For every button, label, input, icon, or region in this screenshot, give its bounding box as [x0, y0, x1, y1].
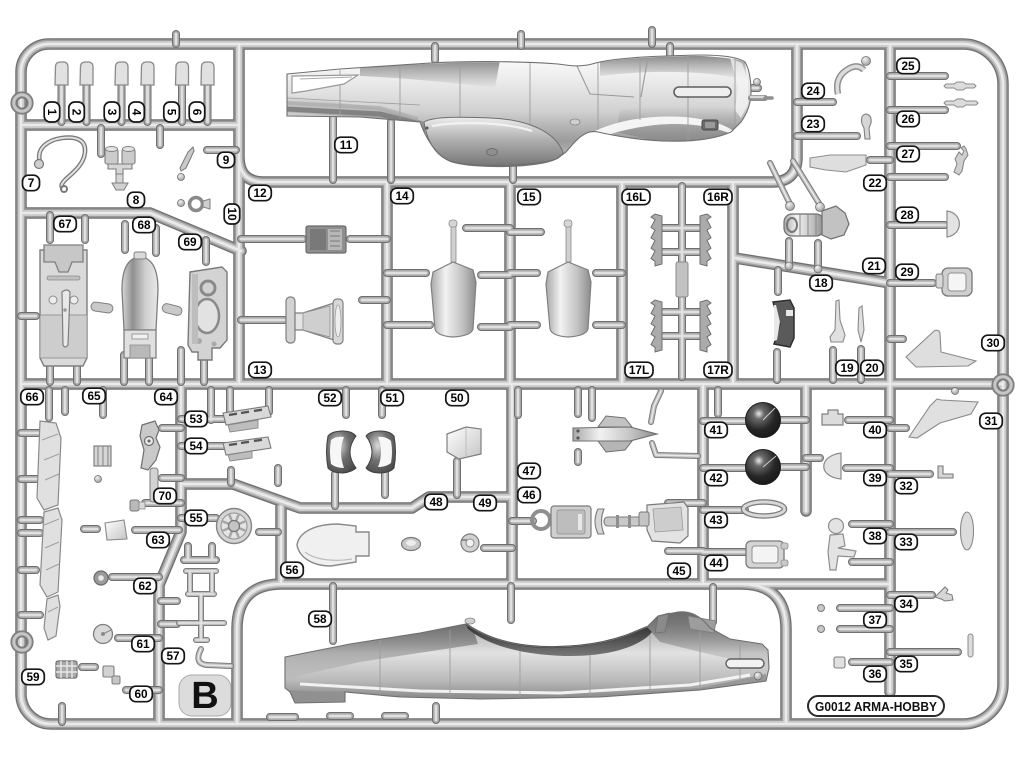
svg-text:52: 52 [323, 391, 337, 405]
svg-text:40: 40 [868, 423, 882, 437]
svg-text:13: 13 [253, 363, 267, 377]
svg-text:B: B [191, 675, 218, 717]
svg-text:66: 66 [25, 390, 39, 404]
svg-text:60: 60 [134, 687, 148, 701]
svg-text:22: 22 [868, 176, 882, 190]
svg-text:3: 3 [105, 109, 119, 116]
svg-text:30: 30 [986, 336, 1000, 350]
svg-text:26: 26 [901, 112, 915, 126]
svg-text:27: 27 [901, 147, 915, 161]
svg-text:5: 5 [164, 109, 178, 116]
svg-text:12: 12 [253, 186, 267, 200]
svg-text:69: 69 [183, 235, 197, 249]
svg-text:56: 56 [285, 563, 299, 577]
svg-text:48: 48 [429, 495, 443, 509]
svg-text:53: 53 [189, 412, 203, 426]
svg-text:67: 67 [58, 217, 72, 231]
svg-text:45: 45 [672, 564, 686, 578]
svg-text:54: 54 [189, 439, 203, 453]
svg-text:37: 37 [868, 613, 882, 627]
svg-text:21: 21 [867, 259, 881, 273]
svg-text:65: 65 [87, 389, 101, 403]
svg-text:16L: 16L [626, 190, 646, 204]
svg-text:63: 63 [151, 533, 165, 547]
svg-text:7: 7 [28, 176, 35, 190]
svg-text:10: 10 [225, 207, 239, 221]
svg-text:38: 38 [868, 529, 882, 543]
svg-text:6: 6 [190, 109, 204, 116]
svg-text:47: 47 [522, 464, 536, 478]
svg-text:31: 31 [984, 414, 998, 428]
svg-text:61: 61 [136, 637, 150, 651]
svg-text:28: 28 [900, 208, 914, 222]
svg-text:1: 1 [45, 109, 59, 116]
svg-text:58: 58 [313, 612, 327, 626]
svg-text:8: 8 [133, 193, 140, 207]
svg-text:9: 9 [223, 153, 230, 167]
svg-text:62: 62 [138, 579, 152, 593]
svg-text:14: 14 [395, 189, 409, 203]
svg-text:24: 24 [806, 84, 820, 98]
svg-text:17R: 17R [707, 363, 729, 377]
svg-text:44: 44 [709, 556, 723, 570]
svg-text:15: 15 [522, 190, 536, 204]
svg-text:43: 43 [709, 513, 723, 527]
svg-text:18: 18 [814, 276, 828, 290]
svg-text:4: 4 [129, 109, 143, 116]
svg-text:46: 46 [522, 488, 536, 502]
svg-text:19: 19 [840, 361, 854, 375]
svg-text:25: 25 [901, 59, 915, 73]
svg-text:42: 42 [709, 471, 723, 485]
svg-text:49: 49 [478, 496, 492, 510]
svg-text:35: 35 [899, 657, 913, 671]
svg-text:64: 64 [159, 390, 173, 404]
svg-text:33: 33 [899, 535, 913, 549]
svg-text:34: 34 [899, 597, 913, 611]
svg-text:29: 29 [900, 265, 914, 279]
svg-text:50: 50 [450, 391, 464, 405]
svg-text:20: 20 [865, 361, 879, 375]
svg-text:59: 59 [26, 670, 40, 684]
svg-text:70: 70 [158, 489, 172, 503]
svg-text:68: 68 [137, 218, 151, 232]
svg-text:51: 51 [385, 391, 399, 405]
svg-text:23: 23 [806, 117, 820, 131]
svg-text:G0012 ARMA-HOBBY: G0012 ARMA-HOBBY [815, 699, 937, 714]
svg-text:41: 41 [709, 423, 723, 437]
svg-text:55: 55 [189, 511, 203, 525]
svg-text:36: 36 [868, 667, 882, 681]
svg-text:57: 57 [166, 649, 180, 663]
svg-text:39: 39 [868, 471, 882, 485]
svg-text:16R: 16R [707, 190, 729, 204]
svg-text:11: 11 [340, 138, 353, 152]
svg-text:32: 32 [899, 479, 913, 493]
svg-text:17L: 17L [629, 363, 649, 377]
svg-text:2: 2 [69, 109, 83, 116]
